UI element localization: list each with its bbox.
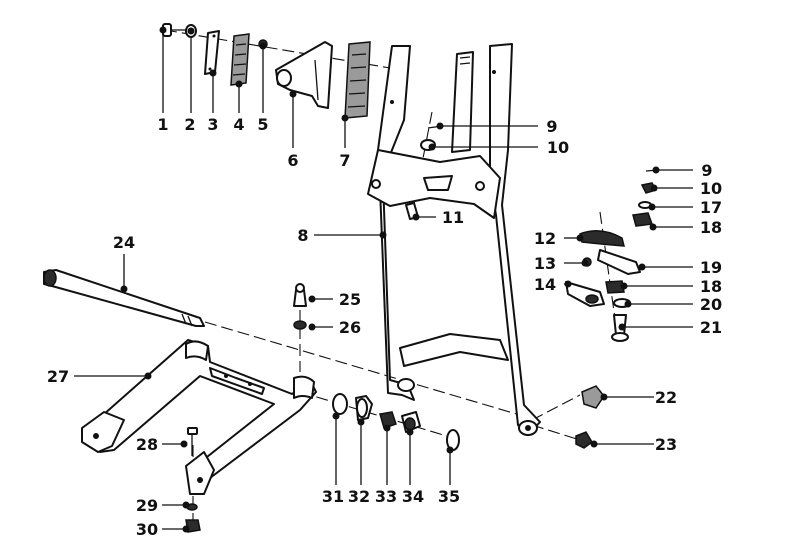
- callout-9-right: 9: [701, 161, 712, 180]
- bracket-part-6: [275, 41, 333, 109]
- cap-part-22: [581, 385, 605, 409]
- clip-part-18-lower: [605, 280, 625, 294]
- callout-25: 25: [339, 290, 361, 309]
- callout-34: 34: [402, 487, 424, 506]
- callout-18-upper: 18: [700, 218, 722, 237]
- callout-14: 14: [534, 275, 556, 294]
- callout-labels: 1 2 3 4 5 6 7 8 9 10 11 9 10 17 18 12 13…: [47, 115, 722, 539]
- callout-11: 11: [442, 208, 464, 227]
- callout-24: 24: [113, 233, 135, 252]
- callout-12: 12: [534, 229, 556, 248]
- callout-9-upper: 9: [546, 117, 557, 136]
- leader-lines: [74, 26, 693, 533]
- grease-nipple-part-25: [293, 283, 307, 307]
- callout-13: 13: [534, 254, 556, 273]
- callout-19: 19: [700, 258, 722, 277]
- callout-28: 28: [136, 435, 158, 454]
- callout-8: 8: [297, 226, 308, 245]
- callout-3: 3: [207, 115, 218, 134]
- callout-35: 35: [438, 487, 460, 506]
- bushing-part-31: [332, 393, 348, 415]
- callout-21: 21: [700, 318, 722, 337]
- callout-22: 22: [655, 388, 677, 407]
- bushing-part-32: [355, 395, 373, 421]
- callout-20: 20: [700, 295, 722, 314]
- callout-1: 1: [157, 115, 168, 134]
- callout-5: 5: [257, 115, 268, 134]
- swing-arm-part-27: [81, 339, 317, 495]
- callout-18-lower: 18: [700, 277, 722, 296]
- callout-10-upper: 10: [547, 138, 569, 157]
- axle-part-24: [43, 269, 205, 327]
- callout-31: 31: [322, 487, 344, 506]
- bushing-part-33: [379, 411, 397, 429]
- callout-10-right: 10: [700, 179, 722, 198]
- washer-part-26: [293, 320, 307, 330]
- clamp-strip-part-3: [204, 30, 220, 75]
- rubber-pad-part-4: [230, 33, 250, 86]
- callout-2: 2: [184, 115, 195, 134]
- callout-30: 30: [136, 520, 158, 539]
- plate-part-19: [597, 249, 641, 275]
- bushing-part-34: [401, 411, 421, 433]
- callout-23: 23: [655, 435, 677, 454]
- callout-29: 29: [136, 496, 158, 515]
- callout-4: 4: [233, 115, 244, 134]
- clip-part-18-upper: [632, 212, 654, 227]
- rubber-pad-part-7: [344, 41, 371, 119]
- bracket-part-14: [565, 281, 605, 307]
- callout-32: 32: [348, 487, 370, 506]
- nut-part-23: [575, 431, 593, 449]
- bolt-part-28: [187, 427, 198, 456]
- callout-17: 17: [700, 198, 722, 217]
- callout-33: 33: [375, 487, 397, 506]
- callout-27: 27: [47, 367, 69, 386]
- callout-7: 7: [339, 151, 350, 170]
- callout-26: 26: [339, 318, 361, 337]
- bracket-part-12: [579, 230, 625, 247]
- callout-6: 6: [287, 151, 298, 170]
- main-frame-part-8: [367, 43, 541, 436]
